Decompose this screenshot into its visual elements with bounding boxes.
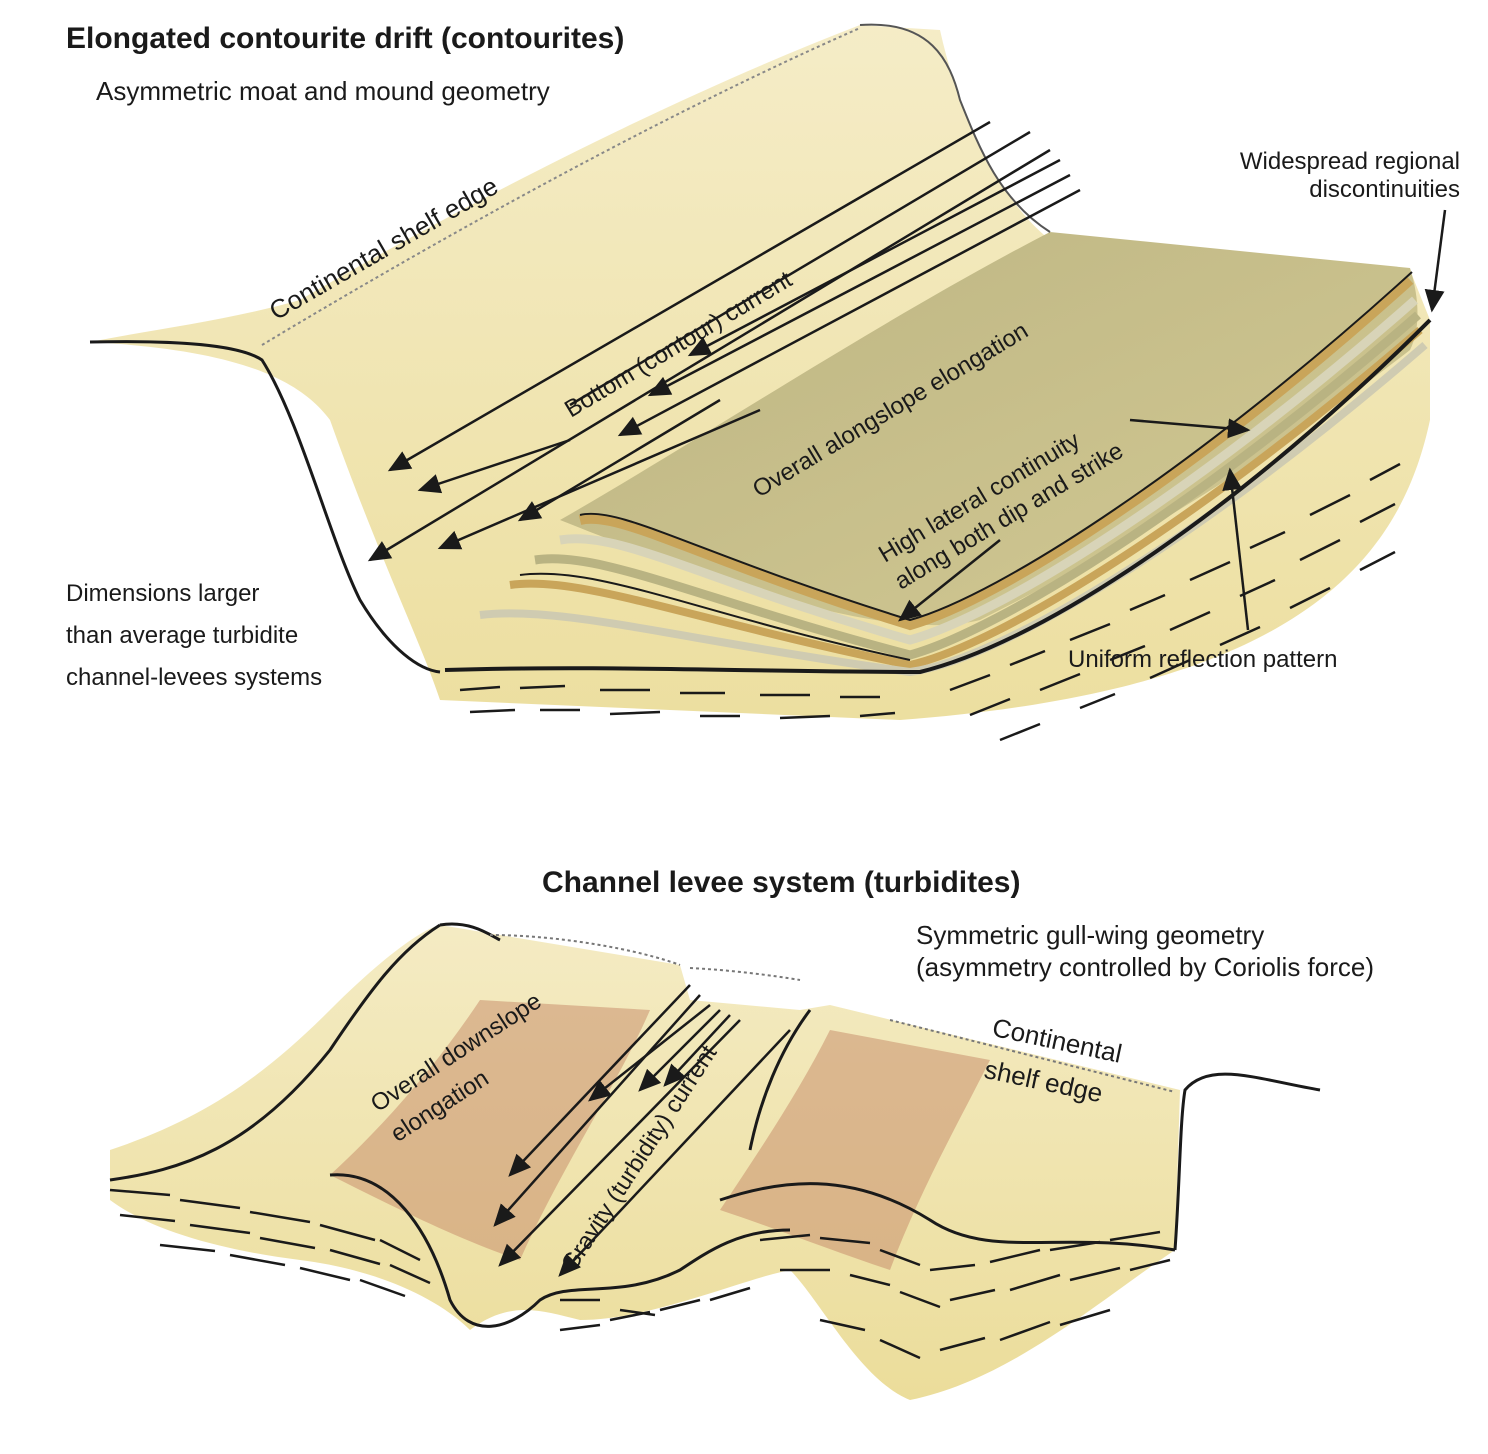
slope-top-edge <box>859 23 1051 233</box>
left-levee-flank <box>330 1000 650 1260</box>
current-arrow <box>663 1014 731 1087</box>
bottom-subtitle-2: (asymmetry controlled by Coriolis force) <box>916 952 1375 982</box>
current-arrow <box>638 1009 721 1092</box>
current-arrow <box>437 408 761 550</box>
contourite-drift-block <box>89 23 1447 742</box>
callout-arrows <box>898 209 1447 631</box>
dimensions-label-3: channel-levees systems <box>66 664 323 691</box>
current-arrow <box>417 438 571 494</box>
right-levee-flank <box>720 1030 990 1270</box>
current-arrow <box>558 1029 791 1277</box>
continuity-arrow <box>898 539 1001 622</box>
current-arrow <box>617 188 1081 437</box>
dimensions-label-1: Dimensions larger <box>66 580 260 607</box>
discontinuities-label-1: Widespread regional <box>1239 148 1460 175</box>
drift-layer <box>534 311 1421 660</box>
shelf-edge-line-bottom <box>889 1019 1176 1093</box>
levee-strata-hachures <box>109 1188 1171 1360</box>
current-arrow <box>493 994 701 1227</box>
channel-levee-block <box>109 922 1321 1400</box>
underlying-strata-hachures <box>459 462 1401 742</box>
discontinuities-label-2: discontinuities <box>1309 176 1460 203</box>
continuity-surface-arrow <box>1129 418 1251 439</box>
shelf-top-edge-right <box>689 967 801 981</box>
moat-profile-line <box>89 340 441 674</box>
shelf-edge-line <box>261 27 861 346</box>
current-arrow <box>498 1019 741 1267</box>
current-arrow <box>647 173 1071 397</box>
reflection-arrow <box>1222 467 1250 631</box>
profile-outlines <box>109 922 1321 1328</box>
top-diagram-title: Elongated contourite drift (contourites) <box>66 22 625 55</box>
drift-layer <box>559 296 1418 645</box>
drift-mound-surface <box>560 232 1418 626</box>
reflection-pattern-label: Uniform reflection pattern <box>1068 646 1338 673</box>
bottom-subtitle-1: Symmetric gull-wing geometry <box>916 920 1265 950</box>
drift-layer <box>444 318 1432 675</box>
shelf-top-edge-left <box>489 934 681 966</box>
drift-layer <box>519 572 911 661</box>
top-diagram-subtitle: Asymmetric moat and mound geometry <box>96 76 550 106</box>
discontinuities-arrow <box>1424 209 1447 313</box>
contour-current-arrows <box>367 120 1081 562</box>
current-arrow <box>569 130 1031 407</box>
current-arrow <box>387 120 991 472</box>
gravity-current-arrows <box>493 984 791 1277</box>
current-arrow <box>687 158 1061 357</box>
channel-levee-surface <box>110 925 1180 1400</box>
bottom-diagram-title: Channel levee system (turbidites) <box>542 866 1021 899</box>
dimensions-label-2: than average turbidite <box>66 622 299 649</box>
current-arrow <box>588 1004 711 1102</box>
